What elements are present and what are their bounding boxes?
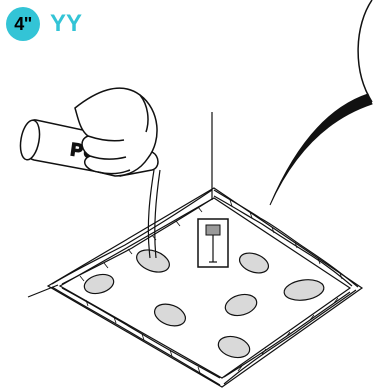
adhesive-blob — [216, 333, 252, 361]
detail-callout-pointer — [270, 94, 372, 205]
adhesive-blob — [82, 271, 116, 296]
drain-detail — [198, 219, 228, 267]
adhesive-stream — [148, 170, 154, 258]
adhesive-stream — [155, 170, 160, 258]
adhesive-blob — [223, 291, 259, 319]
reference-line-left — [28, 285, 58, 297]
adhesive-blob — [152, 300, 189, 330]
hand — [75, 88, 157, 176]
adhesive-blob — [237, 249, 271, 276]
adhesive-blob — [134, 246, 173, 276]
adhesive-blob — [283, 277, 325, 302]
detail-callout-arc — [358, 0, 372, 102]
